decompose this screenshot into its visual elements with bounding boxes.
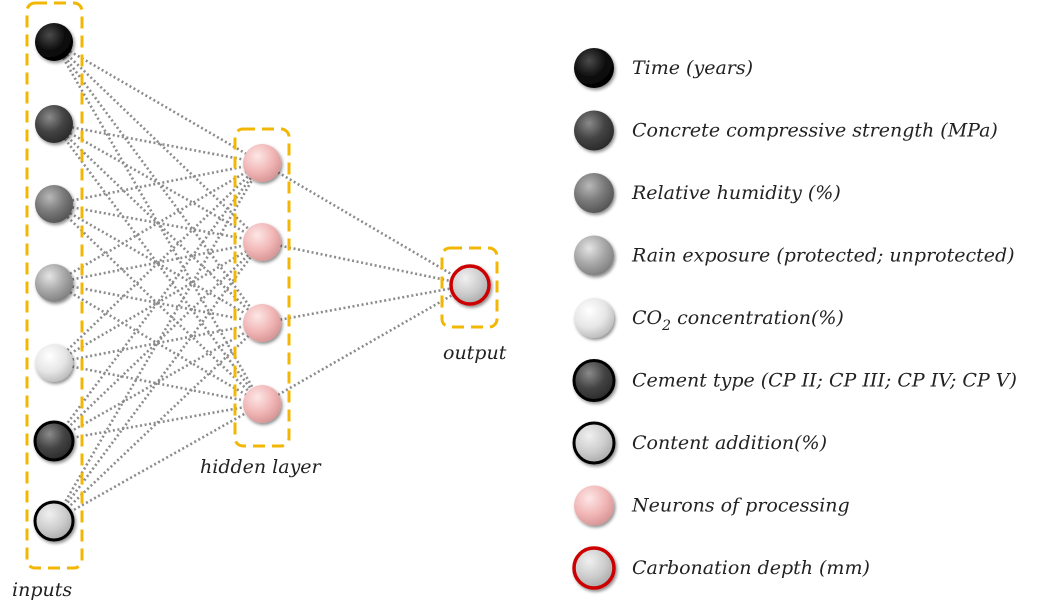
output-group-box xyxy=(440,246,499,329)
connection-line xyxy=(52,123,264,405)
legend-label: Time (years) xyxy=(632,57,753,79)
group-boxes xyxy=(25,1,499,570)
legend-swatch xyxy=(574,110,614,151)
legend-label-suffix: concentration(%) xyxy=(671,307,844,329)
input-node xyxy=(33,420,75,462)
connection-line xyxy=(261,240,471,287)
legend-swatch xyxy=(574,235,614,276)
legend-label: Neurons of processing xyxy=(631,495,850,517)
connection-line xyxy=(53,161,263,206)
input-node xyxy=(33,500,75,542)
hidden-node xyxy=(243,223,281,261)
legend-label: Rain exposure (protected; unprotected) xyxy=(631,245,1015,267)
output-label: output xyxy=(443,342,507,364)
connection-line xyxy=(53,122,263,165)
hidden-node xyxy=(243,385,281,423)
inputs-label: inputs xyxy=(12,579,72,601)
nodes xyxy=(33,23,491,542)
inputs-group-box xyxy=(25,1,84,570)
connection-line xyxy=(53,361,263,406)
hidden-layer-label: hidden layer xyxy=(200,456,323,478)
connection-line xyxy=(53,240,263,365)
connection-line xyxy=(53,40,263,165)
connection-line xyxy=(53,402,263,443)
hidden-node xyxy=(243,304,281,342)
connection-line xyxy=(261,161,471,287)
legend: Time (years) Concrete compressive strengt… xyxy=(572,48,1017,590)
legend-swatch xyxy=(572,546,616,590)
output-node xyxy=(449,264,491,306)
legend-swatch xyxy=(574,485,614,526)
connection-line xyxy=(53,321,263,443)
input-node xyxy=(35,185,73,223)
legend-swatch xyxy=(572,359,616,402)
connection-line xyxy=(53,322,263,522)
input-node xyxy=(35,23,73,61)
legend-swatch xyxy=(572,421,616,465)
legend-label: Concrete compressive strength (MPa) xyxy=(632,120,998,142)
connection-line xyxy=(53,202,263,244)
connection-line xyxy=(53,162,263,364)
hidden-node xyxy=(243,144,281,182)
hidden-group-box xyxy=(233,127,291,448)
connection-line xyxy=(261,283,471,325)
legend-swatch xyxy=(574,173,614,213)
input-node xyxy=(35,105,73,143)
legend-label: Cement type (CP II; CP III; CP IV; CP V) xyxy=(632,370,1017,392)
connection-line xyxy=(53,161,263,285)
group-labels: inputs hidden layer output xyxy=(12,342,507,601)
connection-line xyxy=(53,240,263,285)
legend-swatch xyxy=(574,48,614,88)
connection-line xyxy=(261,283,471,406)
legend-swatch xyxy=(574,298,614,338)
connection-line xyxy=(53,41,263,243)
legend-label: CO2 concentration(%) xyxy=(632,307,844,334)
input-node xyxy=(35,344,73,382)
connection-line xyxy=(53,402,263,523)
legend-label: Relative humidity (%) xyxy=(631,182,841,204)
connection-line xyxy=(52,241,264,522)
connections xyxy=(52,40,471,523)
legend-label: Content addition(%) xyxy=(632,432,827,454)
legend-label-subscript: 2 xyxy=(661,318,671,334)
input-node xyxy=(35,264,73,302)
legend-label: Carbonation depth (mm) xyxy=(632,557,870,579)
connection-line xyxy=(52,162,264,522)
